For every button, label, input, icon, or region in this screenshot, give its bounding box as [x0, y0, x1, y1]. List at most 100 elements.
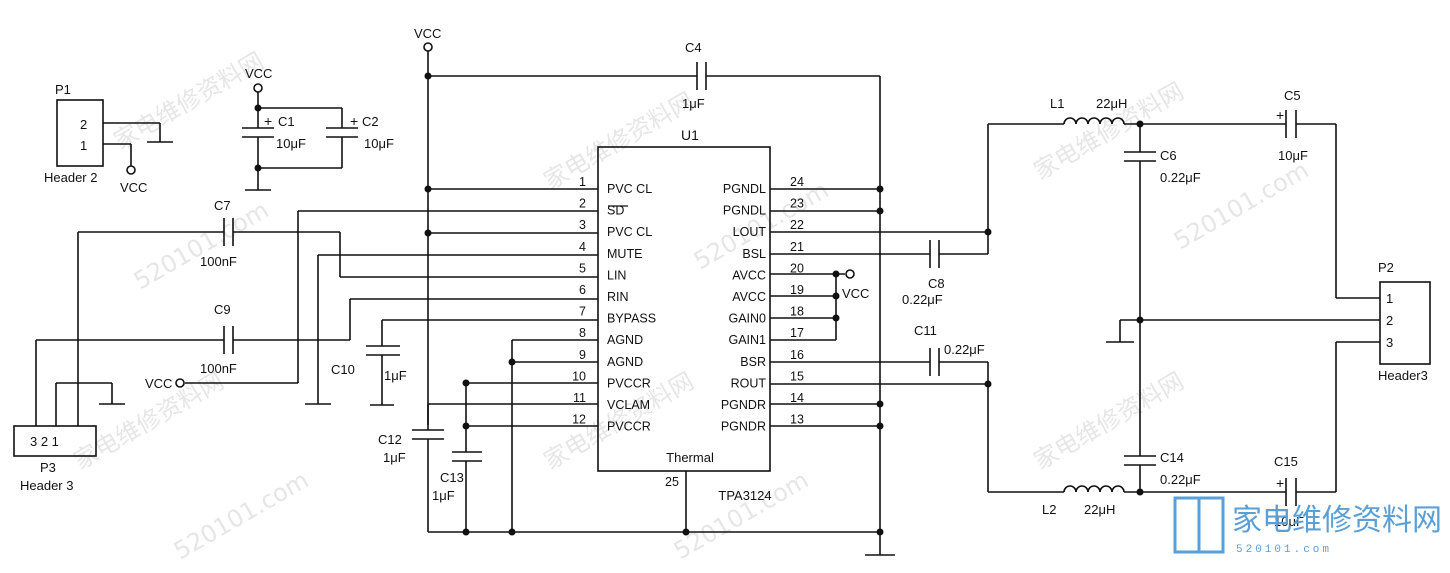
c5-plus: +	[1276, 107, 1284, 123]
ic-pin-name: RIN	[607, 290, 629, 304]
ic-pin-number: 24	[790, 175, 804, 189]
p1-type: Header 2	[44, 170, 97, 185]
ic-pin-name: BSL	[742, 247, 766, 261]
c2-value: 10μF	[364, 136, 394, 151]
l1-label: L1	[1050, 96, 1064, 111]
ic-pin-number: 4	[579, 240, 586, 254]
ic-pin-number: 5	[579, 261, 586, 275]
c9-value: 100nF	[200, 361, 237, 376]
p1-label: P1	[55, 82, 71, 97]
ic-pin-number: 14	[790, 391, 804, 405]
ic-pin-number: 12	[572, 413, 586, 427]
ic-pin-name: PVCCR	[607, 376, 651, 390]
ic-pin-name: PGNDL	[723, 182, 766, 196]
c15-value: 10μF	[1274, 514, 1304, 529]
watermark-site: 520101.com	[669, 466, 813, 566]
p2-pin3: 3	[1386, 335, 1393, 350]
logo-text: 家电维修资料网	[1232, 503, 1442, 538]
l2-inductor	[1063, 485, 1125, 493]
supply-caps: VCC + C1 10μF + C2 10μF	[242, 66, 394, 191]
ic-pin-name: BSR	[740, 355, 766, 369]
p3-pins: 3 2 1	[30, 434, 59, 449]
p2-body	[1379, 281, 1431, 365]
vcc-label: VCC	[145, 376, 172, 391]
ic-pin-number: 18	[790, 305, 804, 319]
c7-value: 100nF	[200, 254, 237, 269]
left-wiring: VCC C10 1μF	[145, 188, 884, 536]
p3-label: P3	[40, 460, 56, 475]
ic-pin-number: 15	[790, 369, 804, 383]
ic-pin-number: 1	[579, 175, 586, 189]
vcc-terminal	[253, 83, 263, 93]
ic-pin-number: 6	[579, 283, 586, 297]
p1-body	[56, 99, 104, 167]
ic-pin-name: ROUT	[731, 376, 767, 390]
ic-right-pins: 24PGNDL23PGNDL22LOUT21BSL20AVCC19AVCC18G…	[721, 175, 804, 434]
c12-label: C12	[378, 432, 402, 447]
ic-pin-number: 8	[579, 326, 586, 340]
ic-pin-name: VCLAM	[607, 398, 650, 412]
ic-pin-name: BYPASS	[607, 312, 656, 326]
c13-value: 1μF	[432, 488, 455, 503]
c8-label: C8	[928, 276, 945, 291]
p2-pin2: 2	[1386, 313, 1393, 328]
ic-pin-name: LIN	[607, 268, 626, 282]
ic-pin-name: GAIN1	[728, 333, 766, 347]
ic-pin-name: AGND	[607, 333, 643, 347]
watermark-text: 家电维修资料网	[109, 47, 268, 155]
c10-value: 1μF	[384, 368, 407, 383]
ic-body	[597, 146, 771, 472]
c8-value: 0.22μF	[902, 292, 943, 307]
watermark-text: 家电维修资料网	[539, 87, 698, 195]
ic-pin-name: AVCC	[732, 290, 766, 304]
c1-plus: +	[264, 113, 272, 129]
ic-pin-name: PGNDL	[723, 204, 766, 218]
ic-pin-name: PVC CL	[607, 225, 652, 239]
l2-value: 22μH	[1084, 502, 1115, 517]
vcc-label: VCC	[245, 66, 272, 81]
ic-pin-name: GAIN0	[728, 312, 766, 326]
c11-label: C11	[914, 323, 937, 338]
ic-pin-number: 20	[790, 261, 804, 275]
l2-label: L2	[1042, 502, 1056, 517]
p3-body	[13, 425, 97, 457]
c4-value: 1μF	[682, 96, 705, 111]
ic-pin-number: 22	[790, 218, 804, 232]
p2-pin1: 1	[1386, 291, 1393, 306]
right-wiring: VCC C8 0.22μF C11 0.22μF	[770, 124, 992, 492]
vcc-terminal	[845, 269, 855, 279]
watermark-text: 家电维修资料网	[1029, 77, 1188, 185]
p2-label: P2	[1378, 260, 1394, 275]
output-filter: L1 22μH + C5 10μF C6 0.22μF C14 0.22μF	[988, 88, 1380, 529]
ic-pin-name: AGND	[607, 355, 643, 369]
c2-plus: +	[350, 113, 358, 129]
ic-pin-name: PGNDR	[721, 420, 766, 434]
c6-value: 0.22μF	[1160, 170, 1201, 185]
c4-label: C4	[685, 40, 702, 55]
ic-pin-name: PVC CL	[607, 182, 652, 196]
ic-pin-name: SD	[607, 204, 624, 218]
c13-label: C13	[440, 470, 464, 485]
ic-part-label: TPA3124	[718, 488, 771, 503]
ic-pin-number: 11	[573, 391, 586, 405]
ic-pin-number: 7	[579, 305, 586, 319]
ic-thermal-label: Thermal	[666, 450, 714, 465]
ic-pin-number: 9	[579, 348, 586, 362]
site-logo: 家电维修资料网 520101.com	[1173, 496, 1442, 556]
ic-pin-number: 10	[572, 369, 586, 383]
c5-label: C5	[1284, 88, 1301, 103]
c6-label: C6	[1160, 148, 1177, 163]
ic-pin-name: MUTE	[607, 247, 642, 261]
ic-pin-name: AVCC	[732, 268, 766, 282]
ic-pin-number: 2	[579, 197, 586, 211]
c1-value: 10μF	[276, 136, 306, 151]
p1-pin2: 2	[80, 117, 87, 132]
c15-plus: +	[1276, 475, 1284, 491]
ic-pin-number: 19	[790, 283, 804, 297]
vcc-terminal	[423, 42, 433, 52]
ic-pin-number: 17	[790, 326, 804, 340]
c2-label: C2	[362, 114, 379, 129]
